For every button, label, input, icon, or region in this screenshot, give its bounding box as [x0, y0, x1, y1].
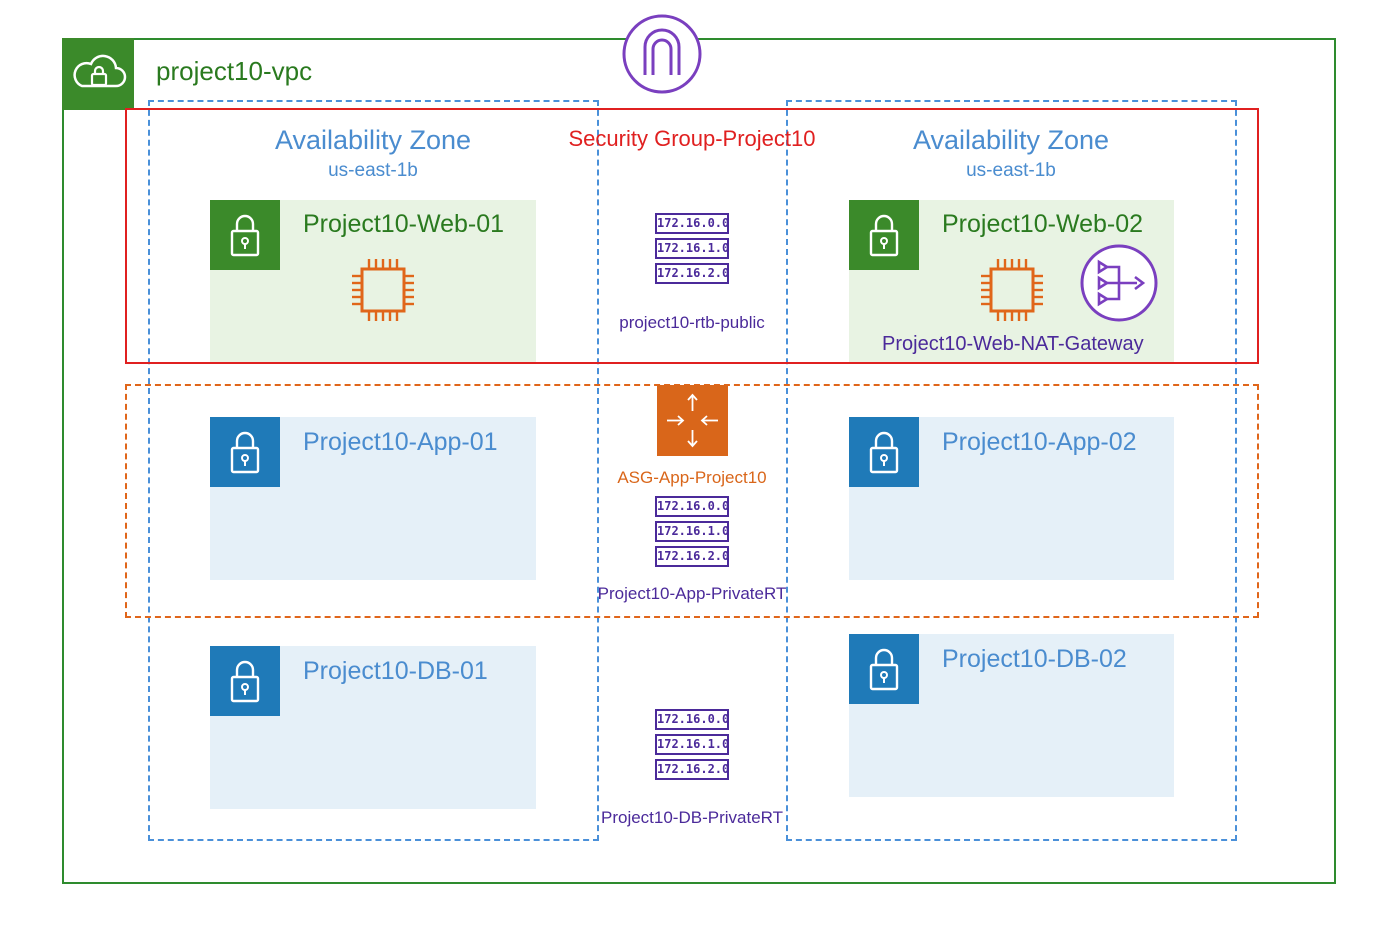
availability-zone-2 [786, 100, 1237, 841]
subnet-app-01-label: Project10-App-01 [303, 428, 498, 456]
cloud-lock-icon [73, 54, 127, 88]
route-table-app-label: Project10-App-PrivateRT [597, 584, 787, 603]
route-entry: 172.16.2.0 [655, 263, 729, 284]
lock-icon [230, 660, 260, 703]
subnet-db-02-label: Project10-DB-02 [942, 645, 1127, 673]
security-group-title: Security Group-Project10 [568, 126, 816, 151]
auto-scaling-icon [667, 393, 718, 448]
az-2-title: Availability Zone [912, 125, 1110, 155]
route-entry: 172.16.2.0 [655, 759, 729, 780]
route-entry: 172.16.1.0 [655, 238, 729, 259]
ec2-chip-icon [981, 259, 1043, 321]
nat-gateway-label: Project10-Web-NAT-Gateway [882, 333, 1144, 355]
route-entry: 172.16.0.0 [655, 213, 729, 234]
nat-gateway-icon [1080, 244, 1158, 322]
subnet-app-02-label: Project10-App-02 [942, 428, 1137, 456]
subnet-web-01-label: Project10-Web-01 [303, 210, 505, 238]
subnet-web-02-label: Project10-Web-02 [942, 210, 1144, 238]
route-table-db-label: Project10-DB-PrivateRT [600, 808, 784, 827]
lock-icon [230, 431, 260, 474]
lock-icon [869, 648, 899, 691]
subnet-db-01-label: Project10-DB-01 [303, 657, 488, 685]
internet-gateway-icon [622, 14, 702, 94]
route-table-app: 172.16.0.0 172.16.1.0 172.16.2.0 [655, 496, 729, 567]
subnet-app-02-badge [849, 417, 919, 487]
az-1-title: Availability Zone [274, 125, 472, 155]
route-entry: 172.16.1.0 [655, 521, 729, 542]
lock-icon [869, 214, 899, 257]
route-entry: 172.16.1.0 [655, 734, 729, 755]
security-group-box [125, 108, 1259, 364]
subnet-app-01-badge [210, 417, 280, 487]
availability-zone-1 [148, 100, 599, 841]
lock-icon [869, 431, 899, 474]
route-entry: 172.16.2.0 [655, 546, 729, 567]
vpc-title: project10-vpc [156, 56, 313, 86]
az-1-region: us-east-1b [328, 160, 418, 181]
subnet-db-01-badge [210, 646, 280, 716]
subnet-db-02-badge [849, 634, 919, 704]
route-entry: 172.16.0.0 [655, 496, 729, 517]
asg-label: ASG-App-Project10 [617, 468, 767, 487]
auto-scaling-group [657, 385, 728, 456]
subnet-web-02-badge [849, 200, 919, 270]
vpc-badge [62, 38, 134, 110]
ec2-chip-icon [352, 259, 414, 321]
az-2-region: us-east-1b [966, 160, 1056, 181]
lock-icon [230, 214, 260, 257]
subnet-web-01-badge [210, 200, 280, 270]
route-table-public: 172.16.0.0 172.16.1.0 172.16.2.0 [655, 213, 729, 284]
vpc-container [62, 38, 1336, 884]
route-entry: 172.16.0.0 [655, 709, 729, 730]
route-table-public-label: project10-rtb-public [619, 313, 765, 332]
ec2-instance-web-02 [977, 255, 1047, 325]
ec2-instance-web-01 [348, 255, 418, 325]
route-table-db: 172.16.0.0 172.16.1.0 172.16.2.0 [655, 709, 729, 780]
internet-gateway [621, 13, 703, 95]
nat-gateway [1079, 243, 1159, 323]
